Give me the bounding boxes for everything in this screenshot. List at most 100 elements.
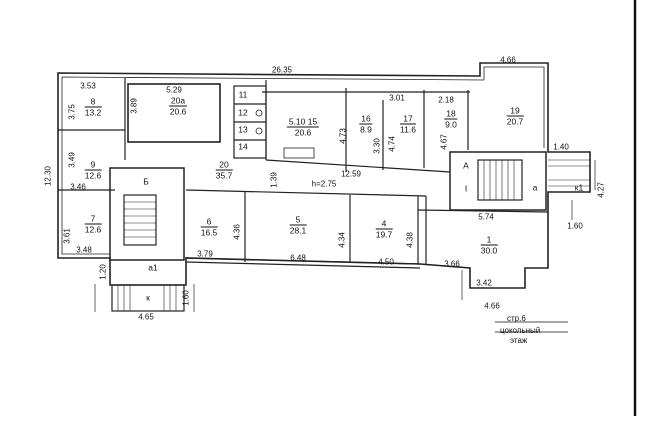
- stair-a-inner: [477, 159, 523, 201]
- dimension-label: 1.60: [567, 221, 583, 231]
- room-area: 11.6: [400, 124, 416, 135]
- room-number: 11: [238, 89, 248, 100]
- page-number: стр.6: [507, 314, 526, 323]
- room-number: 6: [200, 217, 218, 228]
- room-number: 12: [238, 107, 248, 118]
- room-number: 18: [444, 108, 458, 120]
- room-number: 4: [375, 219, 393, 230]
- floor-label-2: этаж: [510, 336, 528, 345]
- stair-b-inner: [123, 194, 157, 246]
- dimension-label: 1.40: [553, 142, 569, 152]
- basin-icon: [255, 109, 263, 117]
- room-number: 20: [215, 160, 233, 171]
- room-area: 19.7: [375, 229, 393, 240]
- room-number: 14: [238, 141, 248, 152]
- entrance-k1-steps: [548, 159, 590, 187]
- room-number: 5.10 15: [286, 116, 320, 128]
- dimension-label: 4.73: [338, 128, 348, 144]
- entrance-k-steps: [117, 285, 177, 311]
- dimension-label: 4.50: [378, 257, 394, 267]
- dimension-label: 12.30: [43, 165, 53, 187]
- room-number: 16: [359, 113, 373, 125]
- dimension-label: 3.01: [389, 93, 405, 103]
- dimension-label: 3.89: [129, 98, 139, 114]
- stair-label: A: [463, 160, 469, 171]
- entrance-k: [111, 284, 185, 312]
- dimension-label: 4.38: [405, 232, 415, 248]
- room-number: 7: [84, 214, 102, 225]
- room-number: 5: [289, 215, 307, 226]
- dimension-label: 3.75: [67, 104, 77, 120]
- dimension-label: 1.20: [98, 264, 108, 280]
- outer-wall-inner: [61, 66, 545, 255]
- dimension-label: 4.65: [138, 312, 154, 322]
- dimension-label: 4.27: [596, 182, 606, 198]
- room-number: 13: [238, 124, 248, 135]
- dimension-label: 6.48: [290, 253, 306, 263]
- stair-label: к: [146, 292, 150, 303]
- dimension-label: 26.35: [271, 65, 293, 75]
- room-number: 8: [84, 97, 102, 108]
- dimension-label: 4.66: [484, 301, 500, 311]
- room-area: 13.2: [84, 107, 102, 118]
- room-number: 19: [506, 106, 524, 117]
- dimension-label: 5.74: [478, 212, 494, 222]
- stair-a-outline: [449, 151, 547, 211]
- dimension-label: 3.46: [70, 182, 86, 192]
- dimension-label: 3.49: [67, 152, 77, 168]
- stair-b-treads: [124, 201, 156, 238]
- dimension-label: 3.61: [62, 228, 72, 244]
- dimension-label: 2.18: [438, 95, 454, 105]
- room-number: 20a: [168, 95, 188, 107]
- dimension-label: 3.30: [372, 138, 382, 154]
- dimension-label: 1.39: [269, 172, 279, 188]
- room-area: 16.5: [200, 227, 218, 238]
- dimension-label: 5.29: [166, 85, 182, 95]
- dimension-label: 4.36: [232, 224, 242, 240]
- room-area: 9.0: [445, 119, 457, 130]
- room-number: 1: [480, 235, 498, 246]
- room-area: 8.9: [360, 124, 372, 135]
- room-area: 35.7: [215, 170, 233, 181]
- stair-label: Б: [143, 176, 149, 187]
- dimension-label: 3.42: [476, 278, 492, 288]
- floor-label: цокольный: [500, 326, 541, 335]
- room-20a-outline: [127, 83, 221, 143]
- basin-icon: [283, 147, 315, 159]
- room-area: 12.6: [84, 170, 102, 181]
- dimension-label: 4.74: [387, 136, 397, 152]
- outer-wall: [57, 62, 591, 289]
- stair-label: I: [464, 183, 468, 194]
- stair-label: к1: [574, 182, 584, 193]
- dimension-label: 3.48: [76, 245, 92, 255]
- dimension-label: h=2.75: [311, 179, 337, 189]
- dimension-label: 3.53: [80, 81, 96, 91]
- room-number: 9: [84, 160, 102, 171]
- room-area: 30.0: [480, 245, 498, 256]
- dimension-label: 3.66: [444, 259, 460, 269]
- dimension-label: 3.79: [197, 249, 213, 259]
- dimension-label: 12.59: [340, 169, 362, 179]
- stair-b-outline: [109, 167, 185, 261]
- room-number: 17: [400, 114, 416, 125]
- dimension-label: 4.34: [337, 232, 347, 248]
- stair-a-treads: [483, 160, 515, 200]
- room-area: 12.6: [84, 224, 102, 235]
- stair-label: a1: [148, 262, 158, 273]
- dimension-label: 4.66: [500, 55, 516, 65]
- basin-icon: [255, 127, 263, 135]
